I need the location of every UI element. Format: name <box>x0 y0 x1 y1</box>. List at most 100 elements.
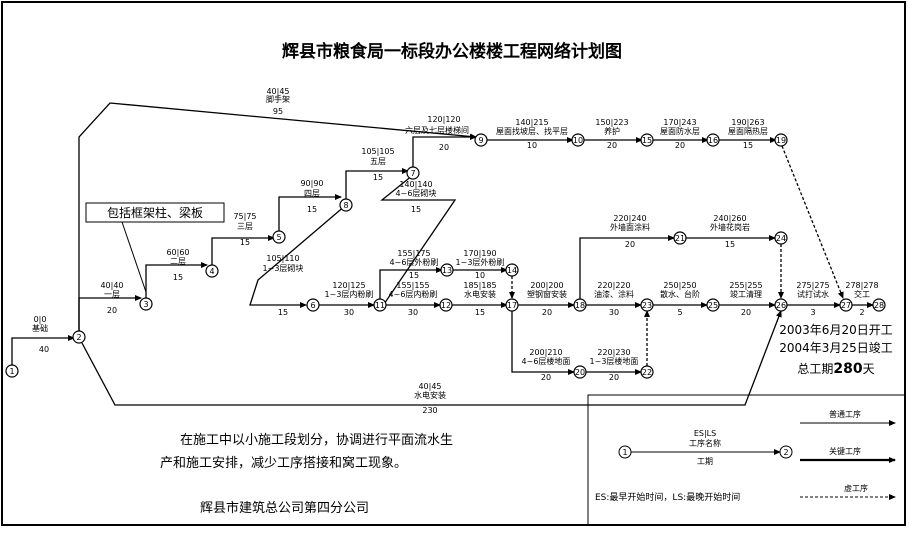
edge-18-21 <box>579 235 675 299</box>
task-name: 六层及七层楼梯间 <box>405 125 469 135</box>
node-23 <box>640 298 654 312</box>
task-es-ls: 170|243 <box>663 118 696 127</box>
task-name: 4~6层内粉刷 <box>389 289 438 299</box>
task-duration: 20 <box>107 306 117 315</box>
task-es-ls: 190|263 <box>731 118 764 127</box>
total-duration-suffix: 天 <box>863 362 875 376</box>
task-duration: 5 <box>677 308 682 317</box>
edge-19-27 <box>781 145 844 299</box>
node-15 <box>640 133 654 147</box>
task-duration: 15 <box>411 205 421 214</box>
node-10-number: 10 <box>573 136 583 145</box>
node-27-number: 27 <box>841 301 851 310</box>
edge-8-7 <box>345 168 409 199</box>
task-duration: 2 <box>859 308 864 317</box>
node-5-number: 5 <box>276 233 281 242</box>
task-es-ls: 120|120 <box>427 115 460 124</box>
node-12-number: 12 <box>441 301 451 310</box>
task-name: 屋面找坡层、找平层 <box>496 126 568 136</box>
total-duration: 总工期280天 <box>797 361 874 377</box>
node-6-number: 6 <box>310 301 315 310</box>
task-name: 1~3层内粉刷 <box>325 289 374 299</box>
edge-8-9-block <box>249 204 347 308</box>
node-3 <box>139 297 153 311</box>
node-7 <box>406 166 420 180</box>
task-duration: 20 <box>625 240 635 249</box>
legend-es-ls: ES|LS <box>694 429 716 438</box>
legend-node-to <box>779 445 793 459</box>
node-17 <box>505 298 519 312</box>
task-es-ls: 220|220 <box>597 281 630 290</box>
note-line-1: 在施工中以小施工段划分，协调进行平面流水生 <box>180 433 453 448</box>
node-22 <box>640 365 654 379</box>
node-6 <box>306 298 320 312</box>
node-18 <box>573 298 587 312</box>
task-name: 屋面隔热层 <box>728 126 768 136</box>
task-duration: 15 <box>278 308 288 317</box>
node-13 <box>440 263 454 277</box>
task-es-ls: 105|110 <box>266 254 299 263</box>
task-duration: 30 <box>408 308 418 317</box>
diagram-title: 辉县市粮食局一标段办公楼楼工程网络计划图 <box>282 41 622 62</box>
task-name: 交工 <box>854 289 870 299</box>
task-es-ls: 240|260 <box>713 214 746 223</box>
legend: 普通工序 关键工序 虚工序 1 2 ES|LS 工序名称 工期 ES:最早开始时… <box>587 394 906 526</box>
task-es-ls: 40|40 <box>100 281 123 290</box>
task-duration: 20 <box>609 373 619 382</box>
task-duration: 30 <box>344 308 354 317</box>
node-16-number: 16 <box>708 136 718 145</box>
task-es-ls: 200|210 <box>529 348 562 357</box>
node-22-number: 22 <box>642 368 652 377</box>
task-name: 4~6层外粉刷 <box>390 257 439 267</box>
task-name: 三层 <box>237 222 253 231</box>
task-es-ls: 250|250 <box>663 281 696 290</box>
node-26 <box>774 298 788 312</box>
task-es-ls: 155|175 <box>397 249 430 258</box>
task-name: 竣工清理 <box>730 289 762 299</box>
task-duration: 30 <box>609 308 619 317</box>
task-duration: 15 <box>409 271 419 280</box>
task-duration: 15 <box>307 205 317 214</box>
node-21-number: 21 <box>675 234 685 243</box>
task-duration: 20 <box>541 373 551 382</box>
task-name: 1~3层楼地面 <box>590 356 639 366</box>
node-4-number: 4 <box>209 267 214 276</box>
task-name: 试打试水 <box>797 289 829 299</box>
task-duration: 20 <box>542 308 552 317</box>
legend-node-to-num: 2 <box>783 448 788 457</box>
node-28-number: 28 <box>874 301 884 310</box>
legend-explain: ES:最早开始时间，LS:最晚开始时间 <box>595 491 740 503</box>
edge-1-2 <box>11 335 75 365</box>
node-25 <box>706 298 720 312</box>
node-12 <box>439 298 453 312</box>
node-3-number: 3 <box>143 300 148 309</box>
task-name: 脚手架 <box>266 94 290 104</box>
node-17-number: 17 <box>507 301 517 310</box>
legend-critical-label: 关键工序 <box>829 446 861 456</box>
task-name: 五层 <box>370 157 386 166</box>
node-16 <box>706 133 720 147</box>
task-name: 外墙花岗岩 <box>710 222 750 232</box>
node-28 <box>872 298 886 312</box>
task-duration: 20 <box>675 141 685 150</box>
start-date: 2003年6月20日开工 <box>779 323 892 337</box>
node-11-number: 11 <box>375 301 385 310</box>
